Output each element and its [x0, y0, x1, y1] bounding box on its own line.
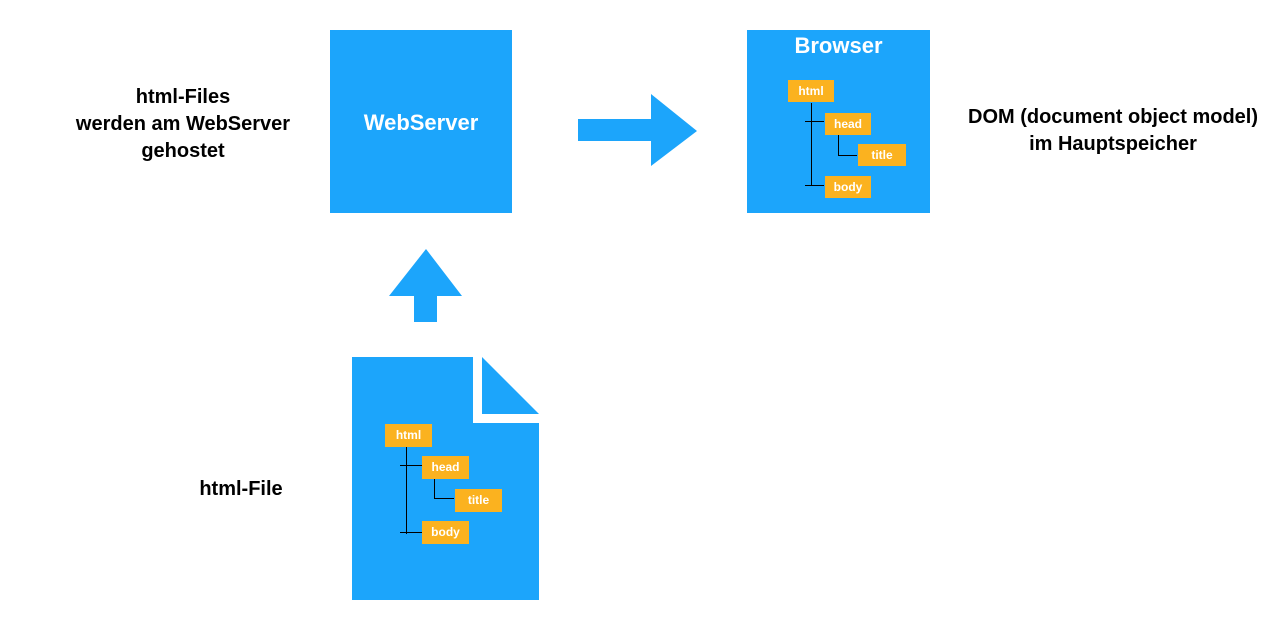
html-files-line-2: werden am WebServer: [75, 113, 291, 135]
tree-connector: [838, 135, 839, 156]
html-file-document-icon: html head title body: [352, 357, 540, 601]
tree-node-title: title: [455, 489, 502, 512]
tree-node-html: html: [385, 424, 432, 447]
tree-node-title: title: [858, 144, 906, 166]
html-file-label: html-File: [199, 478, 283, 500]
tree-node-head: head: [825, 113, 871, 135]
dom-line-1: DOM (document object model): [968, 106, 1258, 128]
tree-connector: [805, 185, 824, 186]
arrow-up-icon: [389, 249, 462, 322]
tree-connector: [434, 498, 454, 499]
tree-node-body: body: [825, 176, 871, 198]
arrow-right-icon: [578, 94, 697, 166]
browser-box: Browser html head title body: [747, 30, 930, 213]
tree-connector: [811, 103, 812, 186]
webserver-title: WebServer: [363, 110, 479, 135]
tree-connector: [805, 121, 824, 122]
tree-node-body: body: [422, 521, 469, 544]
dom-label: DOM (document object model) im Hauptspei…: [950, 104, 1276, 158]
tree-connector: [838, 155, 857, 156]
tree-connector: [406, 447, 407, 534]
tree-connector: [400, 465, 422, 466]
tree-node-head: head: [422, 456, 469, 479]
html-files-line-1: html-Files: [135, 86, 231, 108]
tree-connector: [434, 479, 435, 499]
tree-connector: [400, 532, 422, 533]
tree-node-html: html: [788, 80, 834, 102]
webserver-box: WebServer: [330, 30, 512, 213]
document-shape: [352, 357, 539, 600]
html-files-line-3: gehostet: [141, 140, 225, 162]
browser-title: Browser: [794, 33, 883, 58]
dom-line-2: im Hauptspeicher: [1029, 133, 1197, 155]
html-files-label: html-Files werden am WebServer gehostet: [52, 84, 314, 165]
